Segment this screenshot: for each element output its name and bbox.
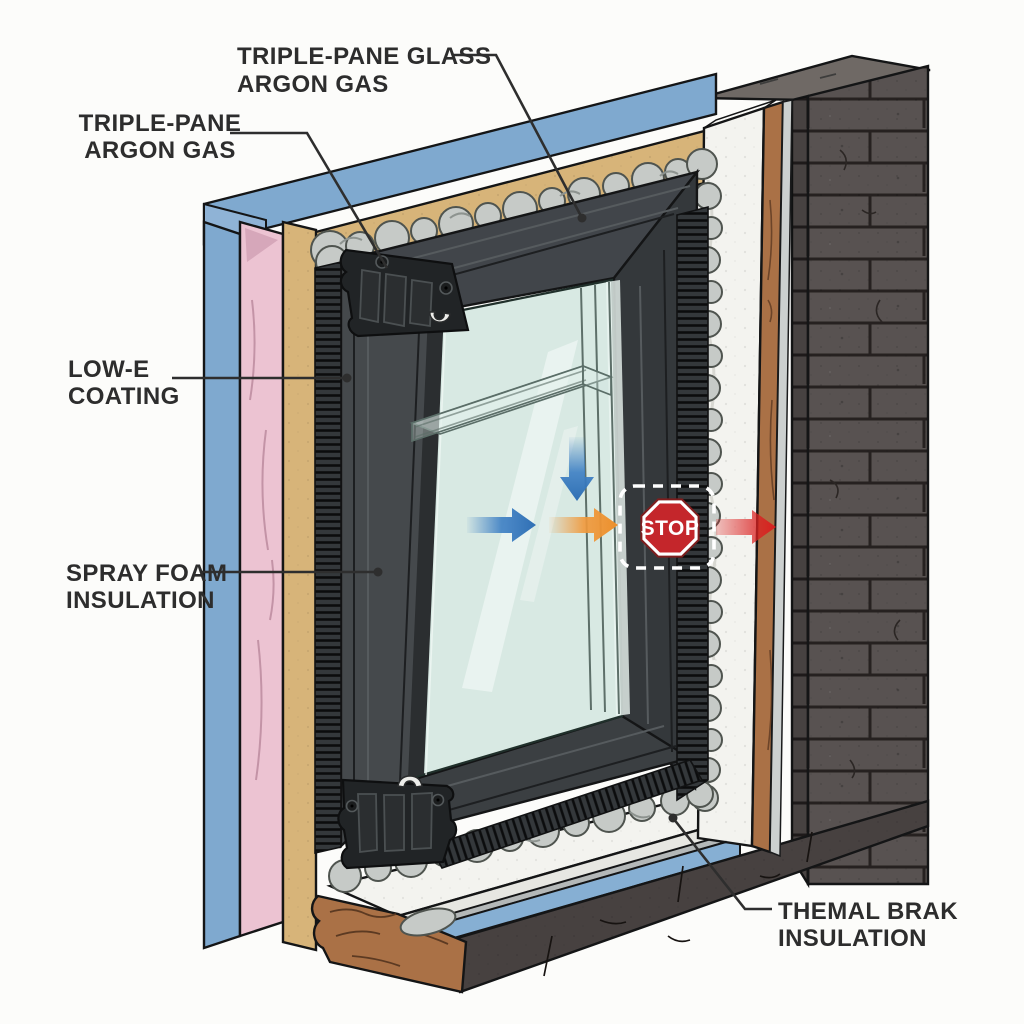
- brick-top-face: [699, 54, 931, 102]
- label-low-e-line1: LOW-E: [68, 356, 150, 383]
- label-thermal-break-line2: INSULATION: [778, 925, 927, 952]
- label-triple-pane-glass-line2: ARGON GAS: [237, 71, 389, 98]
- leader-triple-pane-argon: [230, 131, 389, 269]
- label-triple-pane-line2: ARGON GAS: [84, 137, 236, 164]
- sill-assembly: [310, 793, 930, 994]
- stop-dashed-outline: [618, 484, 716, 570]
- pink-texture-lines: [249, 299, 275, 781]
- diagram-labels: TRIPLE-PANE GLASS ARGON GAS TRIPLE-PANE …: [66, 43, 958, 952]
- arrow-red-right: [716, 510, 776, 544]
- fin-strip-right: [676, 205, 709, 802]
- arrow-blue-right: [467, 508, 536, 542]
- insulation-pink: [238, 220, 285, 938]
- frame-profile-cut-top: [339, 248, 470, 338]
- sash-stile-left: [408, 310, 444, 778]
- glazing-gasket-white: [429, 311, 451, 323]
- glass-reflection-streak-2: [520, 426, 578, 602]
- arrow-orange-right: [549, 508, 618, 542]
- pane-edge-lines-right: [580, 281, 620, 715]
- foam-blob-on-wood: [399, 907, 457, 937]
- base-joint-lines: [543, 831, 813, 977]
- fin-strip-left: [314, 260, 342, 855]
- label-spray-foam-line2: INSULATION: [66, 587, 215, 614]
- label-low-e-line2: COATING: [68, 383, 180, 410]
- wood-buck-grain: [767, 199, 775, 751]
- wood-grain-lines: [329, 908, 449, 967]
- metal-trim-strip: [769, 99, 793, 858]
- heat-flow-graphics: STOP: [467, 437, 776, 570]
- label-triple-pane-line1: TRIPLE-PANE: [79, 110, 242, 137]
- glazing-gasket-white-bottom: [397, 775, 423, 788]
- argon-spacer-shelf: [409, 364, 614, 443]
- stop-sign-text: STOP: [641, 517, 700, 540]
- pink-top-shadow: [245, 228, 278, 262]
- arrow-blue-down: [560, 437, 594, 501]
- wall-left-layers: [202, 220, 318, 952]
- leader-thermal-break: [671, 817, 772, 911]
- leader-triple-pane-glass: [452, 53, 584, 219]
- label-triple-pane-glass-line1: TRIPLE-PANE GLASS: [237, 43, 491, 70]
- wood-blocking-end: [310, 894, 468, 994]
- frame-profile-cut-bottom: [337, 775, 458, 870]
- leader-lines: [172, 53, 772, 911]
- brick-wall: [699, 54, 931, 889]
- label-thermal-break-line1: THEMAL BRAK: [778, 898, 958, 925]
- label-spray-foam-line1: SPRAY FOAM: [66, 560, 227, 587]
- brick-crack-lines: [829, 149, 901, 779]
- stop-sign: STOP: [640, 498, 700, 558]
